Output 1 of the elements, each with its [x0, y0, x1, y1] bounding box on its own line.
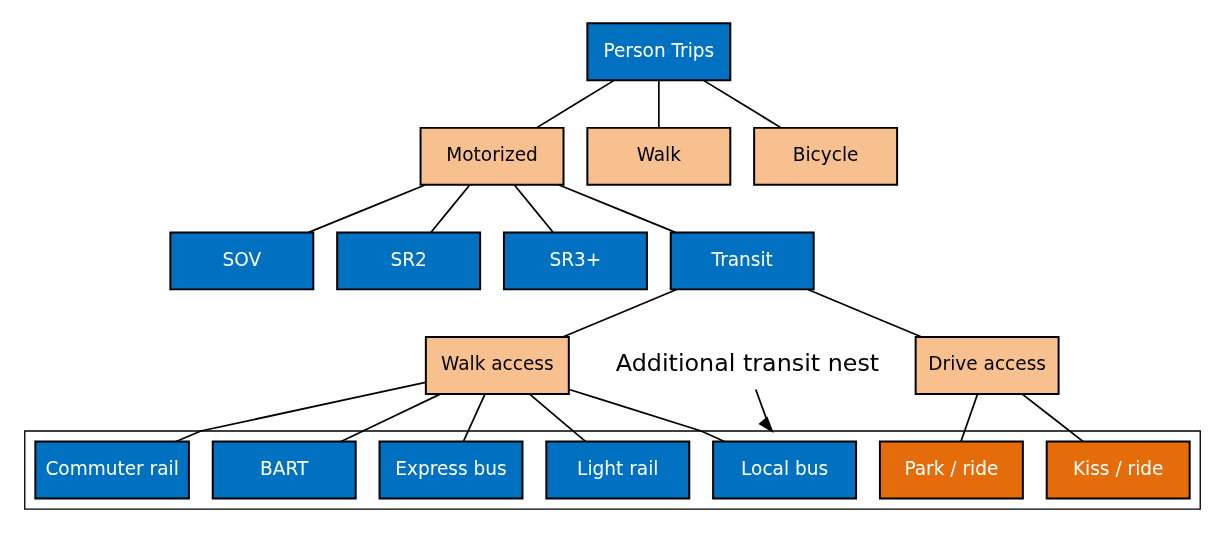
node-text: Additional transit nest — [615, 349, 880, 378]
